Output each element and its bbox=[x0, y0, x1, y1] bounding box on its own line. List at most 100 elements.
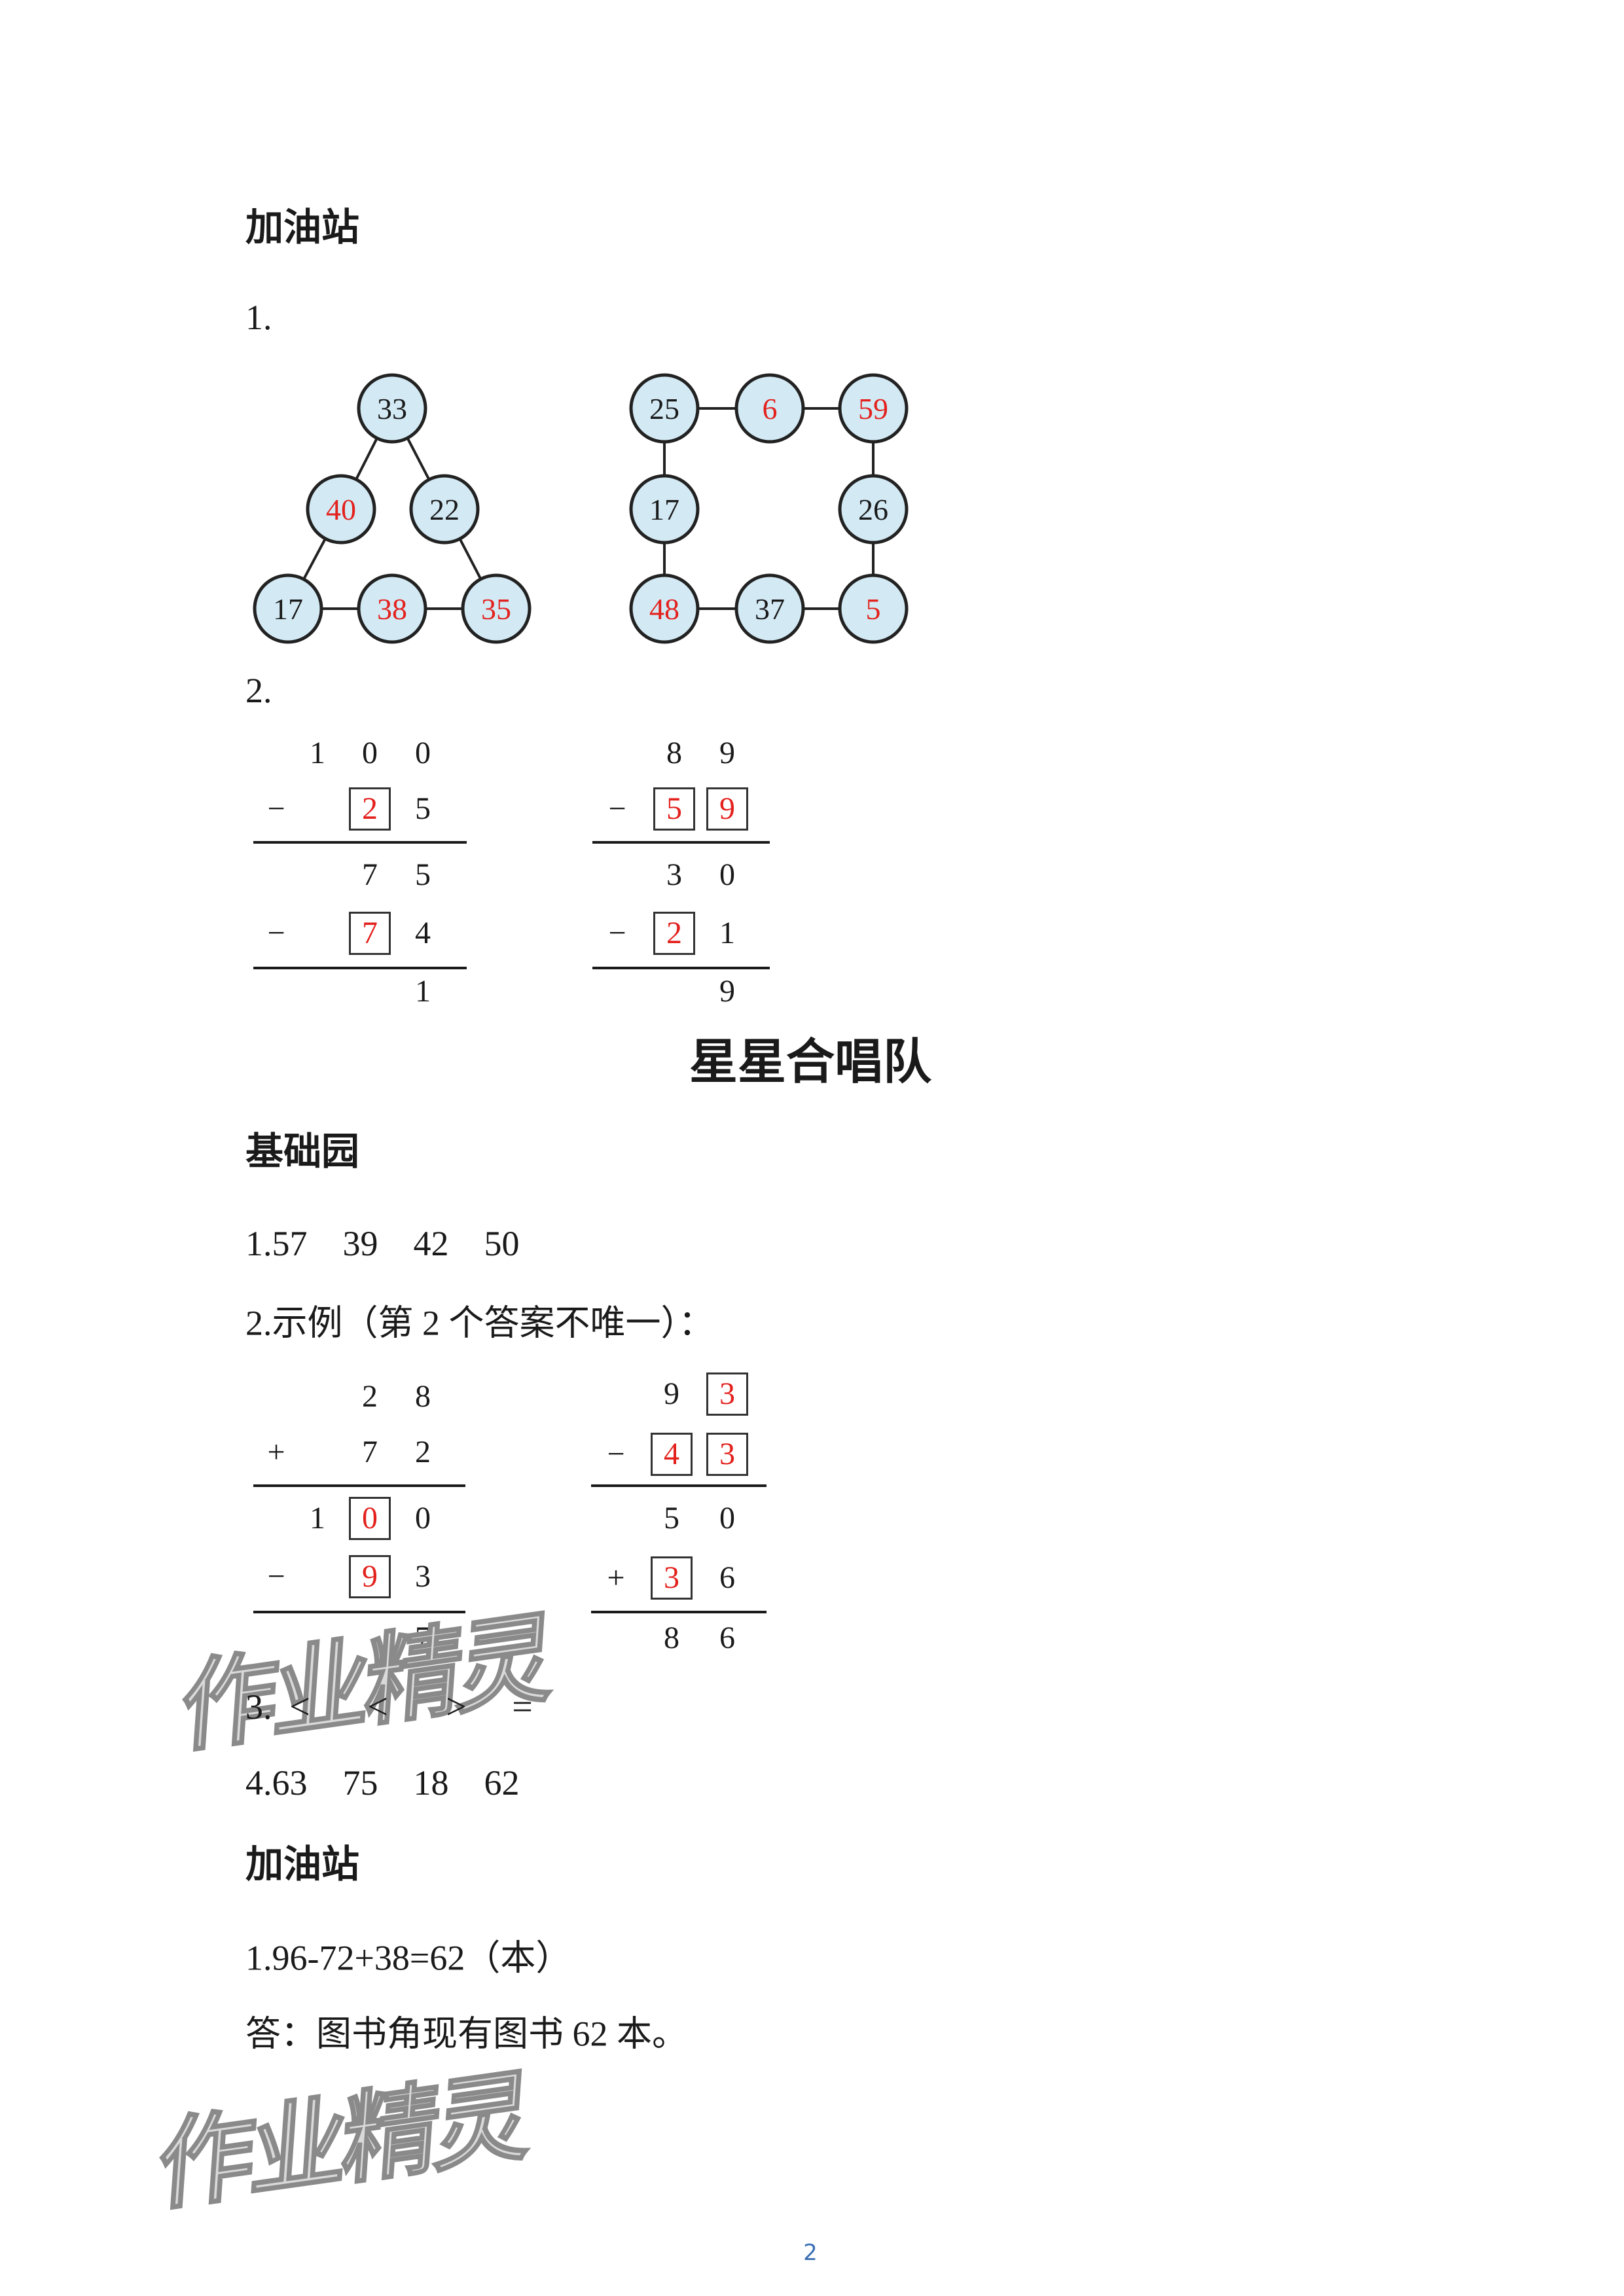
number-node bbox=[838, 373, 909, 444]
page-number: 2 bbox=[803, 2240, 818, 2266]
digit: 8 bbox=[664, 1621, 679, 1655]
answer-box bbox=[651, 1433, 693, 1476]
answer-box bbox=[706, 787, 748, 831]
digit: 1 bbox=[719, 916, 735, 950]
digit: 3 bbox=[666, 857, 682, 892]
operator-sign: − bbox=[608, 791, 626, 826]
answer-box bbox=[706, 1433, 748, 1476]
answer-3-label: 3. bbox=[245, 1687, 272, 1727]
page-title: 星星合唱队 bbox=[689, 1033, 931, 1090]
answer-digit: 3 bbox=[664, 1560, 679, 1595]
answer-digit: 0 bbox=[362, 1501, 378, 1535]
word-problem-equation: 1.96-72+38=62（本） bbox=[245, 1938, 571, 1978]
answer-box bbox=[653, 912, 695, 955]
number-node bbox=[409, 474, 480, 545]
comparison-symbol: < bbox=[289, 1687, 310, 1727]
question-1-label: 1. bbox=[245, 298, 272, 337]
operator-sign: − bbox=[267, 1559, 285, 1594]
calculation-rule bbox=[253, 841, 467, 844]
digit: 1 bbox=[310, 736, 325, 770]
node-value: 17 bbox=[649, 493, 679, 526]
digit: 8 bbox=[666, 736, 682, 770]
number-node bbox=[357, 573, 427, 644]
answer-digit: 7 bbox=[362, 916, 378, 950]
section-heading-jiayouzhan: 加油站 bbox=[245, 205, 360, 249]
calculation-rule bbox=[592, 967, 770, 969]
answer-digit: 2 bbox=[362, 791, 378, 826]
digit: 7 bbox=[415, 1621, 431, 1655]
watermark-logo: 作业精灵 bbox=[176, 1599, 554, 1769]
watermark-logo: 作业精灵 bbox=[153, 2057, 532, 2227]
word-problem-answer: 答：图书角现有图书 62 本。 bbox=[245, 2014, 687, 2054]
answer-digit: 3 bbox=[719, 1376, 735, 1411]
digit: 9 bbox=[664, 1376, 679, 1411]
digit: 0 bbox=[415, 736, 431, 770]
node-value: 26 bbox=[858, 493, 888, 526]
digit: 0 bbox=[719, 1501, 735, 1535]
operator-sign: − bbox=[267, 791, 285, 826]
answer-box bbox=[349, 1555, 391, 1598]
digit: 7 bbox=[362, 1435, 378, 1469]
node-value: 59 bbox=[858, 392, 888, 425]
digit: 9 bbox=[719, 736, 735, 770]
number-node bbox=[629, 573, 700, 644]
digit: 4 bbox=[415, 916, 431, 950]
comparison-symbol: < bbox=[367, 1687, 388, 1727]
node-value: 38 bbox=[377, 592, 407, 626]
answer-digit: 5 bbox=[666, 791, 682, 826]
number-node bbox=[629, 474, 700, 545]
number-node bbox=[838, 573, 909, 644]
calculation-rule bbox=[253, 967, 467, 969]
answer-digit: 2 bbox=[666, 916, 682, 950]
calculation-rule bbox=[253, 1611, 465, 1613]
calculation-rule bbox=[592, 841, 770, 844]
node-value: 6 bbox=[763, 392, 778, 425]
digit: 0 bbox=[415, 1501, 431, 1535]
answer-2-intro: 2.示例（第 2 个答案不唯一）： bbox=[245, 1303, 714, 1343]
digit: 2 bbox=[415, 1435, 431, 1469]
node-value: 40 bbox=[326, 493, 356, 526]
calculation-rule bbox=[253, 1484, 465, 1487]
number-node bbox=[734, 373, 805, 444]
answer-digit: 9 bbox=[362, 1559, 378, 1594]
digit: 5 bbox=[415, 791, 431, 826]
answer-box bbox=[349, 912, 391, 955]
operator-sign: + bbox=[267, 1435, 285, 1469]
node-value: 25 bbox=[649, 392, 679, 425]
number-node bbox=[838, 474, 909, 545]
section-heading-jichuyuan: 基础园 bbox=[245, 1129, 360, 1174]
number-node bbox=[461, 573, 532, 644]
answer-box bbox=[653, 787, 695, 831]
number-node bbox=[357, 373, 427, 444]
answer-box bbox=[706, 1372, 748, 1416]
node-value: 33 bbox=[377, 392, 407, 425]
number-node bbox=[734, 573, 805, 644]
operator-sign: − bbox=[607, 1437, 625, 1471]
node-value: 5 bbox=[866, 592, 881, 626]
answer-4: 4.63 75 18 62 bbox=[245, 1763, 520, 1803]
digit: 5 bbox=[415, 857, 431, 892]
digit: 0 bbox=[719, 857, 735, 892]
operator-sign: − bbox=[267, 916, 285, 950]
answer-box bbox=[651, 1556, 693, 1600]
digit: 1 bbox=[415, 974, 431, 1009]
node-value: 17 bbox=[273, 592, 303, 626]
calculation-rule bbox=[591, 1611, 767, 1613]
node-value: 48 bbox=[649, 592, 679, 626]
number-node bbox=[253, 573, 323, 644]
comparison-symbol: > bbox=[446, 1687, 467, 1727]
node-value: 35 bbox=[481, 592, 511, 626]
answer-digit: 3 bbox=[719, 1437, 735, 1471]
digit: 6 bbox=[719, 1621, 735, 1655]
operator-sign: + bbox=[607, 1560, 625, 1595]
digit: 2 bbox=[362, 1379, 378, 1414]
calculation-rule bbox=[591, 1484, 767, 1487]
digit: 6 bbox=[719, 1560, 735, 1595]
question-2-label: 2. bbox=[245, 671, 272, 710]
number-node bbox=[306, 474, 376, 545]
answer-digit: 9 bbox=[719, 791, 735, 826]
answer-box bbox=[349, 787, 391, 831]
